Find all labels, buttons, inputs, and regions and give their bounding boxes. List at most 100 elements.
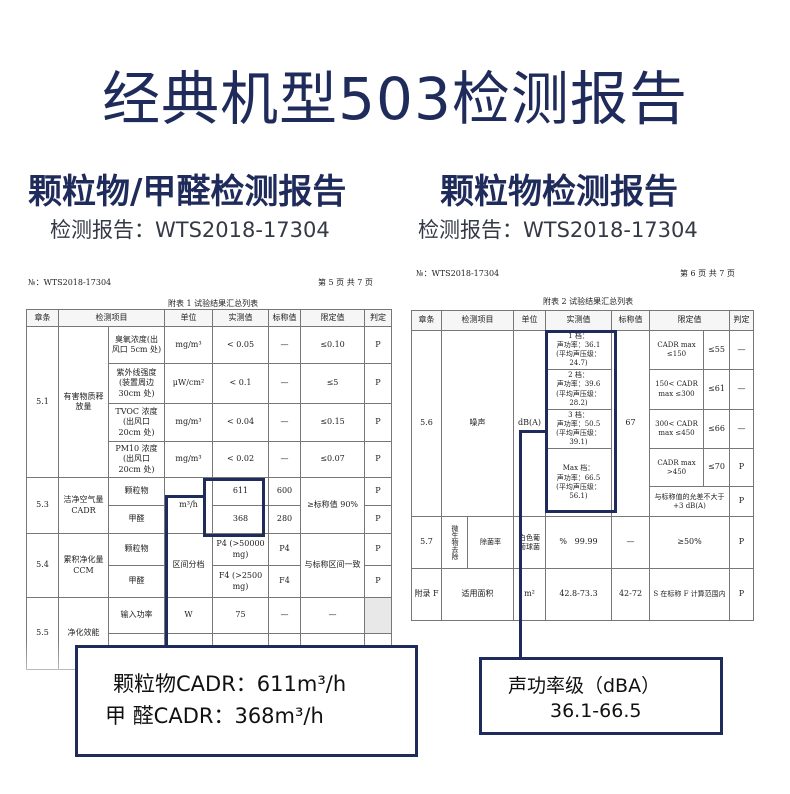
- cell: —: [268, 597, 301, 634]
- cell: —: [300, 597, 365, 634]
- cell: P: [729, 568, 754, 622]
- cell: 3 档： 声功率：50.5 (平均声压级：39.1): [545, 408, 612, 450]
- cell: < 0.04: [212, 403, 269, 442]
- cell: 微生物去除: [441, 516, 468, 570]
- cell: P: [729, 516, 754, 570]
- left-doc-page: 第 5 页 共 7 页: [318, 278, 373, 287]
- cell: ≤0.10: [300, 326, 365, 364]
- left-section-title: 颗粒物/甲醛检测报告: [28, 172, 347, 212]
- left-doc-caption: 附表 1 试验结果汇总列表: [168, 299, 259, 308]
- noise-level-3-pressure: (平均声压级：39.1): [556, 428, 601, 447]
- cell: 1 档： 声功率：36.1 (平均声压级：24.7): [545, 329, 612, 371]
- cell: ≤70: [703, 448, 730, 488]
- col-header: 限定值: [649, 310, 730, 331]
- callout-particle-cadr: 颗粒物CADR：611m³/h: [113, 672, 347, 696]
- connector-line: [519, 431, 522, 659]
- cell: P: [364, 533, 392, 566]
- cell: 颗粒物: [108, 533, 165, 566]
- cell: P: [364, 505, 392, 534]
- left-report-number: 检测报告：WTS2018-17304: [50, 218, 330, 242]
- page-title: 经典机型503检测报告: [102, 65, 688, 133]
- col-header: 章条: [411, 310, 442, 331]
- cell: μW/cm²: [164, 363, 213, 404]
- col-header: 判定: [364, 309, 392, 327]
- cell: 颗粒物: [108, 477, 165, 506]
- right-callout-box: 声功率级（dBA） 36.1-66.5: [479, 657, 723, 735]
- cell: 5.6: [411, 329, 442, 518]
- cell: dB(A): [513, 329, 546, 518]
- cell: 甲醛: [108, 505, 165, 534]
- left-results-table: 章条 检测项目 单位 实测值 标称值 限定值 判定 5.1 有害物质释放量 臭氧…: [26, 309, 392, 670]
- cell: % 99.99: [545, 516, 612, 570]
- cell: P: [729, 486, 754, 518]
- cell: ≤61: [703, 369, 730, 410]
- cell: 与标称区间一致: [300, 533, 365, 598]
- cell: P: [364, 477, 392, 506]
- cell: < 0.1: [212, 363, 269, 404]
- cadr-highlight-box: [203, 478, 265, 537]
- cell: ≤5: [300, 363, 365, 404]
- cell: P4 (>50000 mg): [212, 533, 269, 566]
- cell: ≤66: [703, 408, 730, 450]
- cell: CADR max >450: [649, 448, 704, 488]
- cell: —: [268, 326, 301, 364]
- cell: 除菌率: [467, 516, 514, 570]
- cell: 噪声: [441, 329, 514, 518]
- col-header: 标称值: [611, 310, 650, 331]
- right-doc-number: №：WTS2018-17304: [416, 269, 500, 278]
- cell: —: [611, 516, 650, 570]
- cell: m²: [513, 568, 546, 622]
- callout-noise-label: 声功率级（dBA）: [508, 675, 661, 697]
- noise-level-1-power: 声功率：36.1: [556, 341, 601, 350]
- cell: 42.8-73.3: [545, 568, 612, 622]
- cell: 5.3: [26, 477, 59, 534]
- cell: CADR max ≤150: [649, 329, 704, 371]
- cell: —: [268, 441, 301, 478]
- left-doc-number: №：WTS2018-17304: [28, 278, 112, 287]
- cell: W: [164, 597, 213, 634]
- noise-level-max-power: 声功率：66.5: [556, 473, 601, 482]
- cell: 5.4: [26, 533, 59, 598]
- value: 99.99: [574, 537, 598, 547]
- col-header: 标称值: [268, 309, 301, 327]
- cell: P: [364, 565, 392, 598]
- right-doc-caption: 附表 2 试验结果汇总列表: [543, 297, 634, 306]
- col-header: 实测值: [212, 309, 269, 327]
- left-report-document: №：WTS2018-17304 第 5 页 共 7 页 附表 1 试验结果汇总列…: [20, 268, 396, 688]
- unit-percent: %: [559, 537, 568, 547]
- cell: Max 档： 声功率：66.5 (平均声压级：56.1): [545, 448, 612, 518]
- right-results-table: 章条 检测项目 单位 实测值 标称值 限定值 判定 5.6 噪声 dB(A) 1…: [411, 310, 754, 622]
- cell: 600: [268, 477, 301, 506]
- cell: < 0.02: [212, 441, 269, 478]
- right-section-title: 颗粒物检测报告: [440, 172, 678, 212]
- cell: P: [729, 448, 754, 488]
- cell: 洁净空气量 CADR: [58, 477, 109, 534]
- connector-line: [165, 496, 168, 646]
- cell: 75: [212, 597, 269, 634]
- cell: —: [729, 329, 754, 371]
- col-header: 检测项目: [441, 310, 514, 331]
- cell: 累积净化量 CCM: [58, 533, 109, 598]
- cell: 臭氧浓度(出风口 5cm 处): [108, 326, 165, 364]
- connector-line: [519, 430, 547, 433]
- connector-line: [165, 495, 205, 498]
- noise-level-max-label: Max 档：: [562, 464, 595, 473]
- cell: PM10 浓度(出风口 20cm 处): [108, 441, 165, 478]
- cell: —: [268, 363, 301, 404]
- cell: —: [729, 369, 754, 410]
- cell: mg/m³: [164, 441, 213, 478]
- col-header: 判定: [729, 310, 754, 331]
- noise-level-2-label: 2 档：: [568, 371, 589, 380]
- cell: 有害物质释放量: [58, 326, 109, 478]
- left-callout-box: 颗粒物CADR：611m³/h 甲 醛CADR：368m³/h: [75, 645, 418, 757]
- cell: —: [268, 403, 301, 442]
- cell: 150< CADR max ≤300: [649, 369, 704, 410]
- cell: ≤0.07: [300, 441, 365, 478]
- cell: 67: [611, 329, 650, 518]
- cell: mg/m³: [164, 326, 213, 364]
- cell: ≤55: [703, 329, 730, 371]
- cell: ≥标称值 90%: [300, 477, 365, 534]
- cell: ≥50%: [649, 516, 730, 570]
- cell: 42-72: [611, 568, 650, 622]
- cell: 甲醛: [108, 565, 165, 598]
